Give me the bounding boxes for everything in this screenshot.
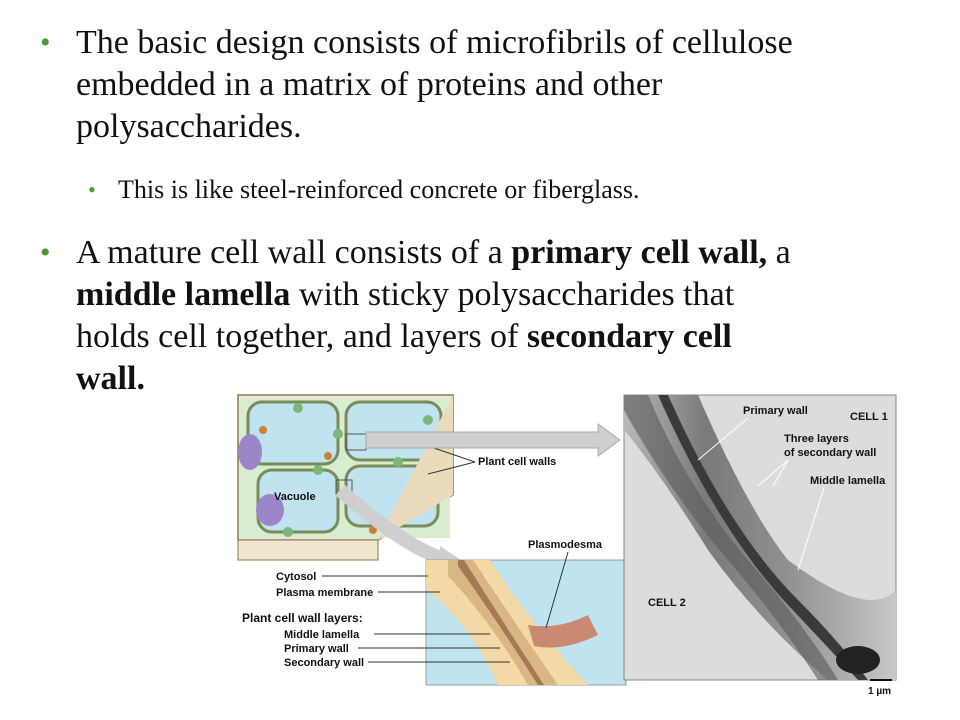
plasma-membrane-label: Plasma membrane: [276, 587, 373, 599]
bullet-1-line-2: embedded in a matrix of proteins and oth…: [76, 66, 663, 103]
text-run: a: [767, 234, 791, 271]
bullet-2: • A mature cell wall consists of a prima…: [40, 232, 791, 400]
zoom-arrow-down: [335, 484, 450, 567]
bullet-2-text: A mature cell wall consists of a primary…: [76, 232, 791, 400]
micro-three-layers-label-2: of secondary wall: [784, 447, 876, 459]
bullet-2-line-3: holds cell together, and layers of secon…: [76, 316, 791, 358]
cell-wall-figure: Vacuole Plant cell walls Plasmodesma Cyt…: [237, 394, 897, 697]
bullet-2-line-1: A mature cell wall consists of a primary…: [76, 232, 791, 274]
bullet-2-line-2: middle lamella with sticky polysaccharid…: [76, 274, 791, 316]
primary-wall-label: Primary wall: [284, 643, 349, 655]
micro-cell-2-label: CELL 2: [648, 597, 686, 609]
bullet-1-line-3: polysaccharides.: [76, 108, 302, 145]
term-secondary-cell: secondary cell: [526, 318, 732, 355]
layers-title-label: Plant cell wall layers:: [242, 611, 363, 625]
micro-primary-wall-label: Primary wall: [743, 405, 808, 417]
bullet-marker: •: [40, 236, 51, 269]
term-primary-cell-wall: primary cell wall,: [511, 234, 768, 271]
bullet-marker: •: [40, 26, 51, 59]
sub-bullet-marker: •: [88, 177, 96, 202]
middle-lamella-label: Middle lamella: [284, 629, 360, 641]
vacuole-label: Vacuole: [274, 491, 316, 503]
bullet-1-text: The basic design consists of microfibril…: [76, 22, 793, 148]
plasmodesma-label: Plasmodesma: [528, 539, 603, 551]
scale-label: 1 µm: [868, 686, 891, 697]
zoom-arrow-right: [365, 423, 621, 457]
micro-middle-lamella-label: Middle lamella: [810, 475, 886, 487]
term-middle-lamella: middle lamella: [76, 276, 291, 313]
micro-three-layers-label-1: Three layers: [784, 433, 849, 445]
plant-tissue-illustration: [237, 394, 454, 561]
bullet-1: • The basic design consists of microfibr…: [40, 22, 793, 148]
sub-bullet-1: • This is like steel-reinforced concrete…: [88, 174, 640, 206]
wall-layers-detail: [425, 559, 627, 686]
sub-bullet-1-text: This is like steel-reinforced concrete o…: [118, 175, 640, 204]
plant-cell-walls-label: Plant cell walls: [478, 456, 556, 468]
bullet-1-line-1: The basic design consists of microfibril…: [76, 24, 793, 61]
micrograph: [623, 394, 897, 681]
term-wall: wall.: [76, 360, 145, 397]
cytosol-label: Cytosol: [276, 571, 316, 583]
text-run: with sticky polysaccharides that: [290, 276, 735, 313]
bullet-2-line-4: wall.: [76, 358, 791, 400]
secondary-wall-label: Secondary wall: [284, 657, 364, 669]
micro-cell-1-label: CELL 1: [850, 411, 888, 423]
text-run: holds cell together, and layers of: [76, 318, 527, 355]
text-run: A mature cell wall consists of a: [76, 234, 512, 271]
